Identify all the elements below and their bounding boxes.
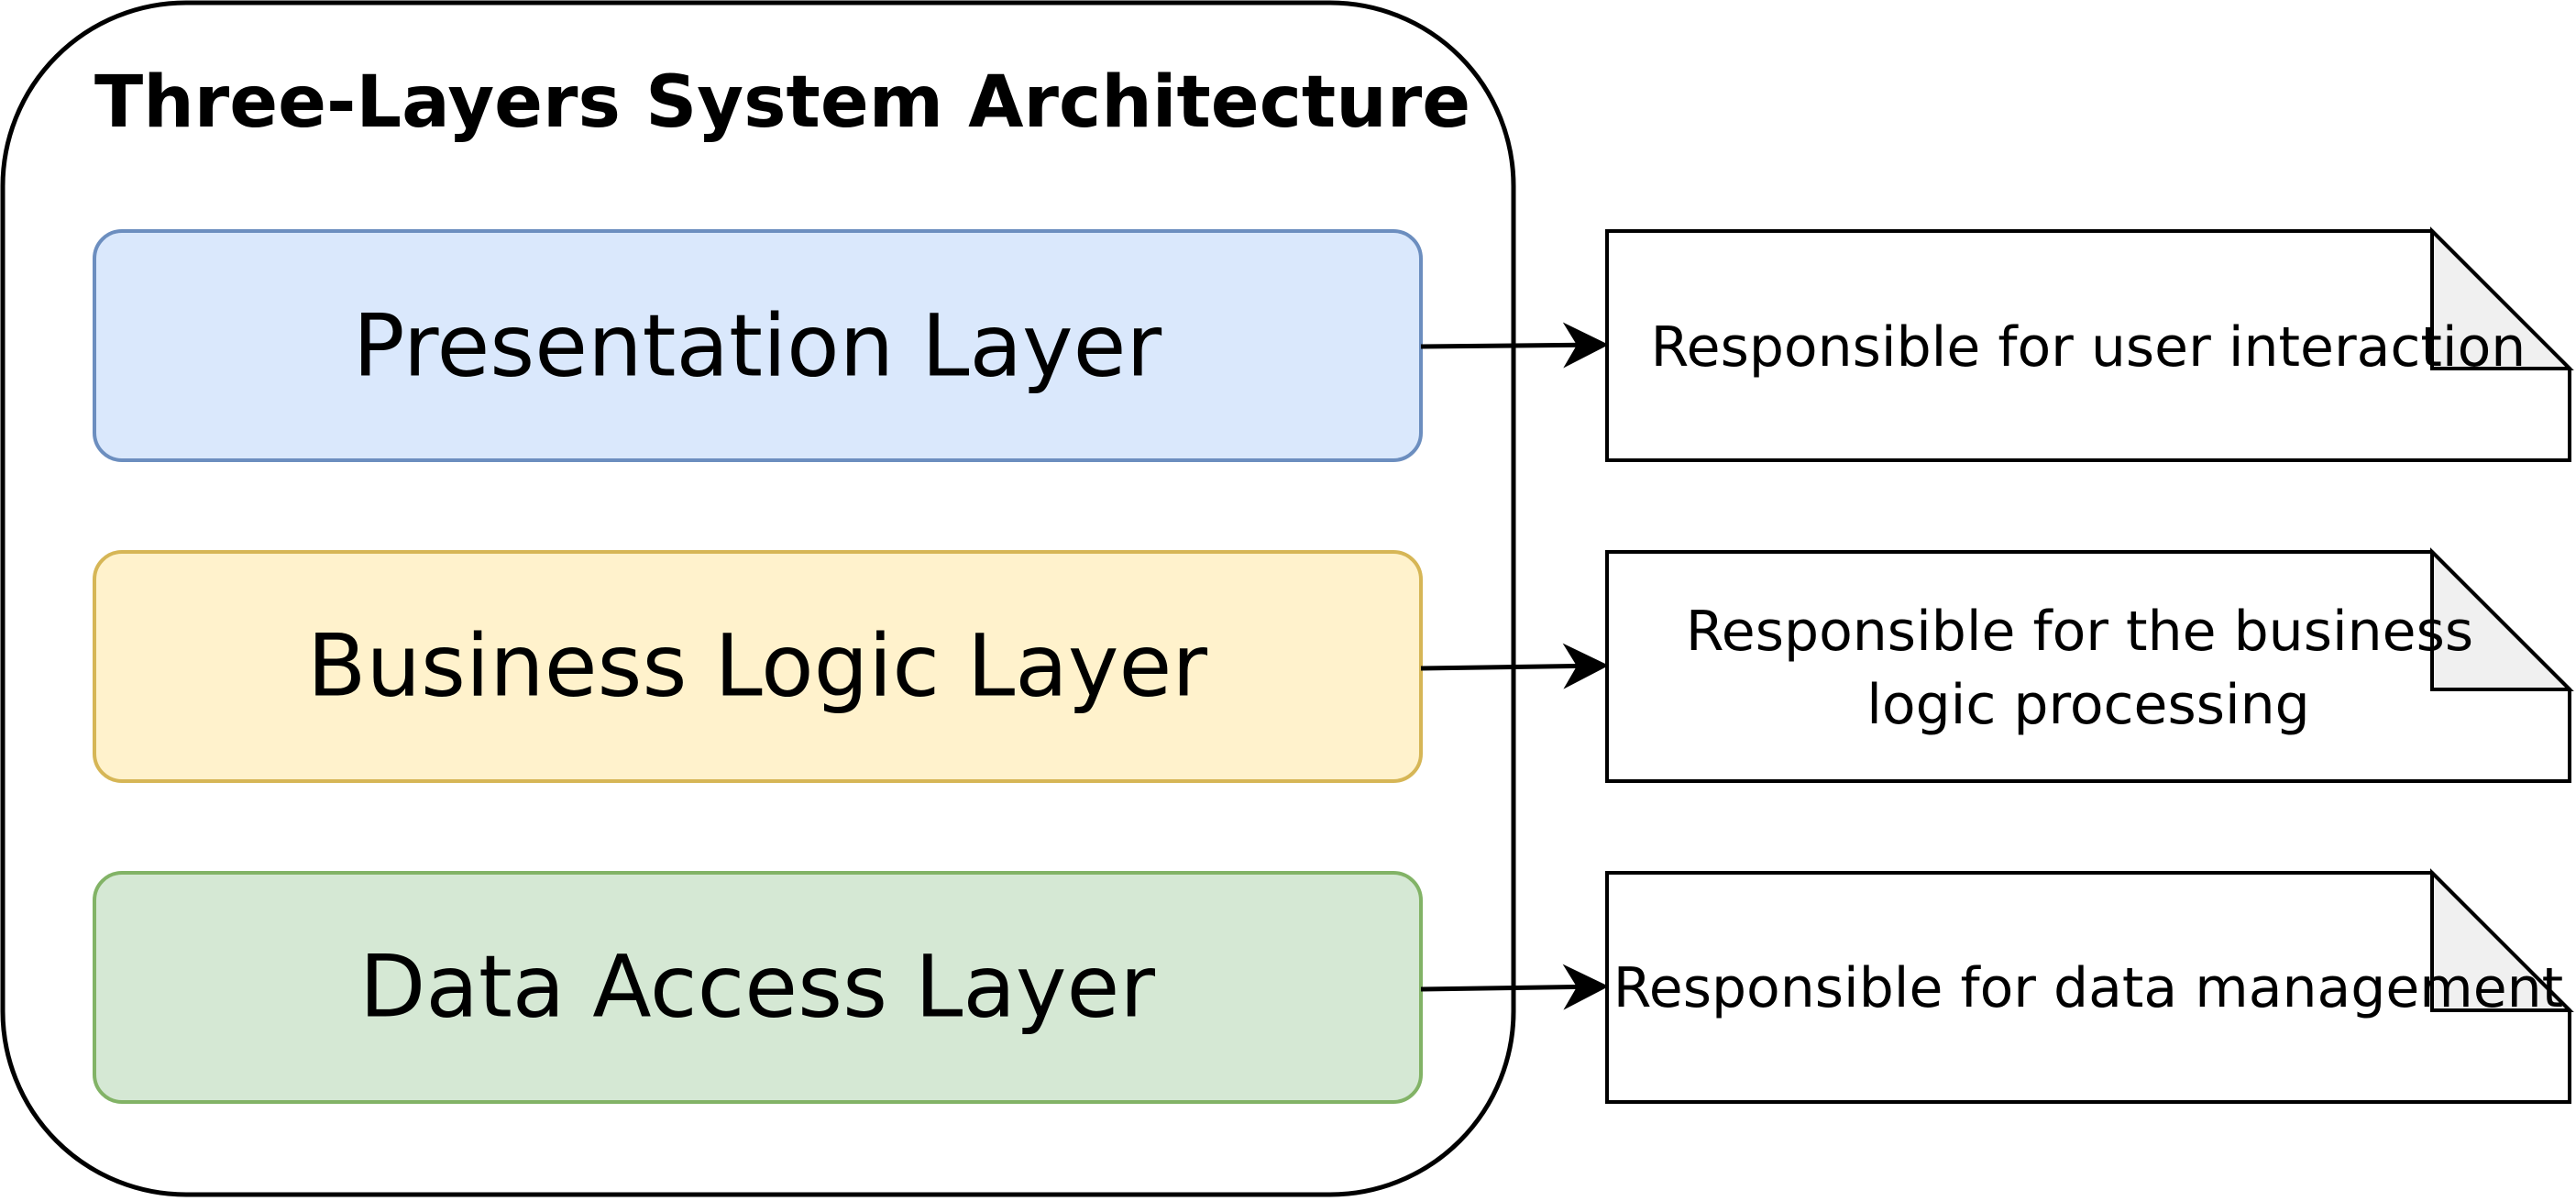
data-access-note-shape — [1605, 871, 2571, 1104]
presentation-note: Responsible for user interaction — [1605, 226, 2574, 462]
business-logic-note-text: Responsible for the business logic proce… — [1686, 600, 2491, 737]
presentation-note-shape — [1605, 229, 2571, 462]
layer-data-access: Data Access Layer — [93, 871, 1423, 1104]
data-access-note-text: Responsible for data management — [1613, 956, 2563, 1020]
business-logic-connector-arrow — [1420, 643, 1609, 689]
presentation-note-line: Responsible for user interaction — [1651, 315, 2526, 380]
presentation-note-text: Responsible for user interaction — [1651, 315, 2526, 380]
data-access-connector-arrow — [1420, 964, 1609, 1010]
data-access-note: Responsible for data management — [1605, 868, 2574, 1104]
layer-business-logic: Business Logic Layer — [93, 550, 1423, 783]
business-logic-note-line-1: Responsible for the business — [1686, 600, 2473, 664]
business-logic-note-line-2: logic processing — [1866, 673, 2310, 737]
business-logic-note: Responsible for the business logic proce… — [1605, 547, 2574, 783]
data-access-layer-label: Data Access Layer — [359, 938, 1155, 1038]
business-logic-note-shape — [1605, 550, 2571, 783]
data-access-note-fold — [2430, 868, 2574, 1012]
presentation-connector-arrow — [1420, 322, 1609, 369]
layer-presentation: Presentation Layer — [93, 229, 1423, 462]
presentation-note-fold — [2430, 226, 2574, 370]
data-access-note-line: Responsible for data management — [1613, 956, 2563, 1020]
diagram-title: Three-Layers System Architecture — [94, 61, 1470, 144]
business-logic-layer-label: Business Logic Layer — [307, 617, 1207, 717]
business-logic-note-fold — [2430, 547, 2574, 691]
presentation-layer-label: Presentation Layer — [353, 297, 1162, 397]
